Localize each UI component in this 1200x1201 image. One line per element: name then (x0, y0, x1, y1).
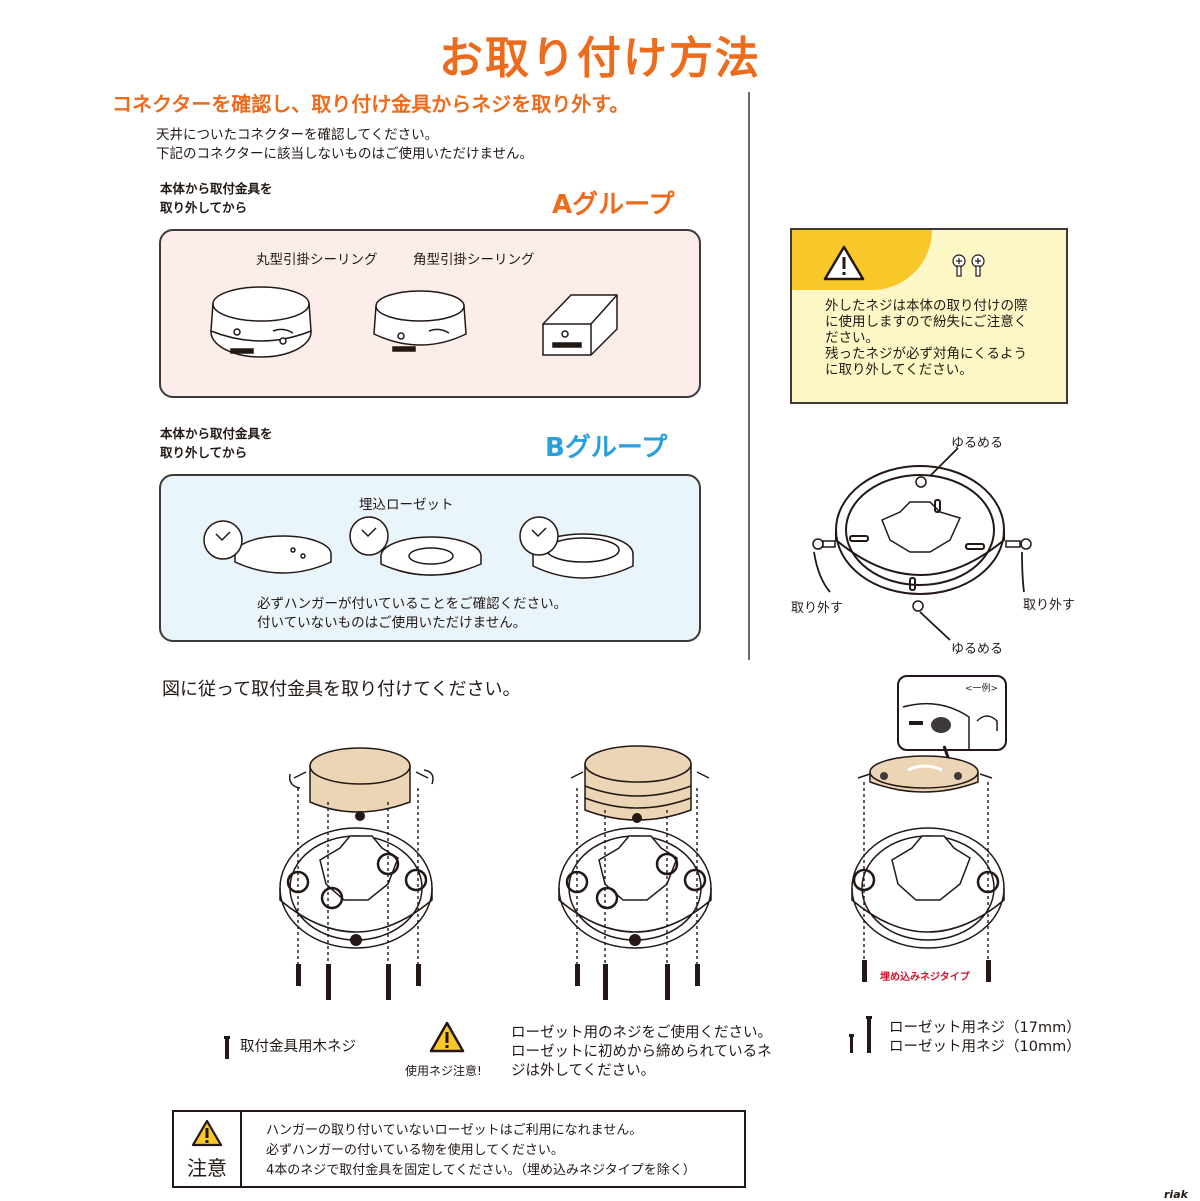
warning-line-1: 外したネジは本体の取り付けの際 (825, 298, 1057, 314)
credit-mark: riak (1164, 1188, 1188, 1201)
square-ceiling-connector (543, 295, 617, 355)
legend-wood-screw: 取付金具用木ネジ (240, 1038, 356, 1057)
rosette-3 (520, 517, 633, 578)
legend-caution-label: 使用ネジ注意! (405, 1062, 482, 1079)
warning-line-4: 残ったネジが必ず対角にくるよう (825, 346, 1057, 362)
rosette-note-line-3: ジは外してください。 (511, 1062, 772, 1081)
caution-word: 注意 (174, 1152, 240, 1181)
bottom-caution-text: ハンガーの取り付いていないローゼットはご利用になれません。 必ずハンガーの付いて… (266, 1121, 696, 1181)
example-zoom-box: <一例> (897, 675, 1007, 751)
install-diagram-1 (276, 740, 436, 1005)
round-ceiling-connector-2 (374, 291, 466, 351)
group-a-title: Aグループ (552, 184, 675, 221)
group-a-prelude-line-2: 取り外してから (160, 198, 273, 217)
wood-screw-icon (222, 1036, 232, 1060)
embedded-screw-type-label: 埋め込みネジタイプ (880, 968, 970, 983)
warning-note-text: 外したネジは本体の取り付けの際 に使用しますので紛失にご注意く ださい。 残った… (825, 298, 1057, 378)
group-a-connectors-illustration (161, 231, 699, 396)
rosette-note-line-1: ローゼット用のネジをご使用ください。 (511, 1024, 772, 1043)
group-a-prelude-line-1: 本体から取付金具を (160, 179, 273, 198)
intro-text: 天井についたコネクターを確認してください。 下記のコネクターに該当しないものはご… (156, 126, 533, 164)
group-b-note-line-1: 必ずハンガーが付いていることをご確認ください。 (257, 595, 567, 614)
caution-triangle-icon (428, 1020, 466, 1054)
install-diagram-3 (848, 742, 1008, 987)
group-b-hanger-note: 必ずハンガーが付いていることをご確認ください。 付いていないものはご使用いただけ… (257, 595, 567, 633)
intro-line-2: 下記のコネクターに該当しないものはご使用いただけません。 (156, 145, 533, 164)
group-b-title: Bグループ (545, 427, 667, 464)
embedded-screw-closeup (899, 677, 1005, 749)
bottom-caution-line-3: 4本のネジで取付金具を固定してください。（埋め込みネジタイプを除く） (266, 1161, 696, 1181)
warning-triangle-icon (822, 244, 866, 282)
rosette-screws-icon (846, 1016, 876, 1056)
round-ceiling-connector-1 (211, 287, 311, 357)
intro-line-1: 天井についたコネクターを確認してください。 (156, 126, 533, 145)
legend-screw-17mm: ローゼット用ネジ（17mm） (889, 1019, 1081, 1038)
screw-pair-icon (950, 254, 996, 280)
group-a-panel: 丸型引掛シーリング 角型引掛シーリング (159, 229, 701, 398)
warning-line-2: に使用しますので紛失にご注意く (825, 314, 1057, 330)
caution-icon (191, 1118, 223, 1148)
vertical-divider (748, 92, 750, 660)
group-b-prelude-line-1: 本体から取付金具を (160, 424, 273, 443)
rosette-2 (350, 517, 481, 575)
legend-rosette-note: ローゼット用のネジをご使用ください。 ローゼットに初めから締められているネ ジは… (511, 1024, 772, 1081)
install-diagram-2 (555, 740, 715, 1005)
bottom-caution-line-1: ハンガーの取り付いていないローゼットはご利用になれません。 (266, 1121, 696, 1141)
group-a-prelude: 本体から取付金具を 取り外してから (160, 179, 273, 217)
warning-note: 外したネジは本体の取り付けの際 に使用しますので紛失にご注意く ださい。 残った… (790, 228, 1068, 404)
mounting-ring-diagram (790, 440, 1080, 640)
group-b-note-line-2: 付いていないものはご使用いただけません。 (257, 614, 567, 633)
legend-screw-10mm: ローゼット用ネジ（10mm） (889, 1038, 1081, 1057)
group-b-prelude-line-2: 取り外してから (160, 443, 273, 462)
page-title: お取り付け方法 (0, 22, 1200, 86)
rosette-1 (204, 521, 331, 573)
bottom-caution-header: 注意 (174, 1112, 242, 1186)
group-b-panel: 埋込ローゼット 必ずハンガーが付いていることをご確認ください。 付いていないもの… (159, 474, 701, 642)
legend-rosette-screws: ローゼット用ネジ（17mm） ローゼット用ネジ（10mm） (889, 1019, 1081, 1057)
install-instruction: 図に従って取付金具を取り付けてください。 (162, 675, 521, 701)
label-loosen-bottom: ゆるめる (951, 638, 1003, 657)
step-heading: コネクターを確認し、取り付け金具からネジを取り外す。 (112, 88, 629, 117)
warning-line-3: ださい。 (825, 330, 1057, 346)
rosette-note-line-2: ローゼットに初めから締められているネ (511, 1043, 772, 1062)
bottom-caution-line-2: 必ずハンガーの付いている物を使用してください。 (266, 1141, 696, 1161)
warning-line-5: に取り外してください。 (825, 362, 1057, 378)
bottom-caution-box: 注意 ハンガーの取り付いていないローゼットはご利用になれません。 必ずハンガーの… (172, 1110, 746, 1188)
group-b-prelude: 本体から取付金具を 取り外してから (160, 424, 273, 462)
